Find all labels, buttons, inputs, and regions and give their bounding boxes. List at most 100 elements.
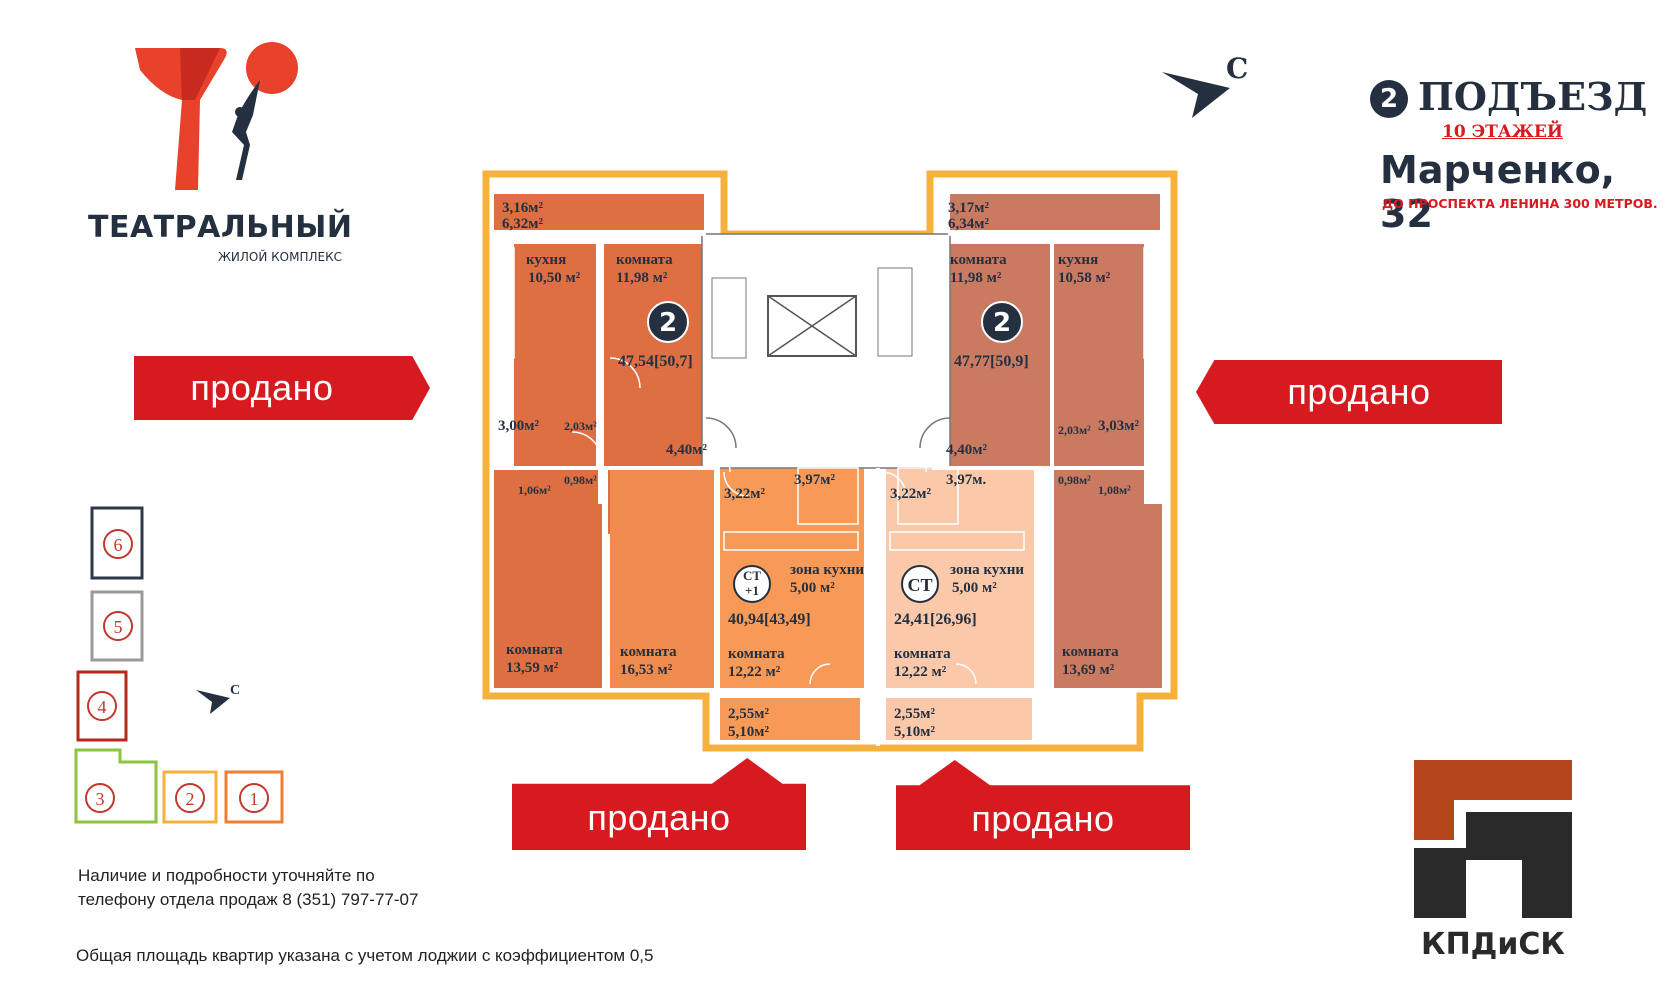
brand-subtitle: ЖИЛОЙ КОМПЛЕКС: [218, 250, 343, 264]
apt-mid-left-room-area: 16,53 м²: [620, 662, 673, 678]
apt-right-room2[interactable]: [1054, 504, 1162, 688]
apt-left-balcony[interactable]: [494, 194, 704, 230]
apt-right-wc-area: 2,03м²: [1058, 423, 1091, 437]
sold-banner-right: продано: [1196, 360, 1502, 424]
apt-right-room-area: 11,98 м²: [950, 270, 1002, 286]
apt-left-balcony-1: 3,16м²: [502, 200, 543, 216]
apt-right-area: 47,77[50,9]: [954, 353, 1029, 370]
apt-right-badge: 2: [981, 301, 1023, 343]
minimap-compass-icon: [196, 690, 230, 714]
sold-label: продано: [190, 367, 334, 408]
studio-left-loggia[interactable]: [720, 698, 860, 740]
apt-left-wc-area: 2,03м²: [564, 419, 597, 433]
apt-right-bath-area: 3,03м²: [1098, 418, 1139, 434]
floors-count: 10 ЭТАЖЕЙ: [1442, 122, 1563, 142]
apt-right-badge-number: 2: [993, 308, 1011, 338]
studio-right-badge: СТ: [901, 565, 939, 603]
availability-info: Наличие и подробности уточняйте по телеф…: [78, 864, 418, 912]
studio-left-room-area: 12,22 м²: [728, 664, 781, 680]
studio-left-area: 40,94[43,49]: [728, 611, 811, 628]
apt-right-balcony-1: 3,17м²: [948, 200, 989, 216]
studio-right-kitchen-label: зона кухни: [950, 562, 1024, 578]
studio-left-badge-line1: СТ: [743, 568, 761, 583]
studio-left-loggia-1: 2,55м²: [728, 706, 769, 722]
minimap-compass-letter: С: [230, 683, 240, 698]
minimap-label-3: 3: [96, 789, 105, 809]
minimap-label-6: 6: [114, 535, 123, 555]
minimap-label-1: 1: [250, 789, 259, 809]
sold-label: продано: [971, 798, 1115, 839]
minimap-section-3[interactable]: [74, 748, 158, 824]
theater-logo-icon: [135, 42, 298, 190]
sold-label: продано: [1287, 371, 1431, 412]
compass: [1160, 60, 1260, 130]
studio-left-kitchen-area: 5,00 м²: [790, 580, 835, 596]
developer-logo: КПДиСК: [1410, 756, 1576, 962]
minimap-label-4: 4: [98, 697, 107, 717]
street-address: Марченко, 32: [1380, 148, 1616, 236]
studio-right-loggia-2: 5,10м²: [894, 724, 935, 740]
apt-right-hall[interactable]: [950, 404, 1050, 468]
entrance-number: 2: [1379, 84, 1399, 114]
info-line-2: телефону отдела продаж 8 (351) 797-77-07: [78, 890, 419, 909]
distance-note: ДО ПРОСПЕКТА ЛЕНИНА 300 МЕТРОВ.: [1382, 196, 1658, 211]
minimap-label-5: 5: [114, 617, 123, 637]
studio-left-hall-area: 3,22м²: [724, 486, 765, 502]
studio-right-hall-area: 3,22м²: [890, 486, 931, 502]
sold-banner-bottom-left: продано: [512, 758, 806, 850]
sold-banner-bottom-right: продано: [896, 760, 1190, 850]
studio-left-bath-area: 3,97м²: [794, 472, 835, 488]
apt-left-hall-area: 4,40м²: [666, 442, 707, 458]
minimap-section-5[interactable]: [90, 590, 144, 662]
apt-left-kitchen-area: 10,50 м²: [528, 270, 581, 286]
apt-left-kitchen-label: кухня: [526, 252, 566, 268]
entrance-badge: 2: [1370, 80, 1408, 118]
studio-right-loggia-1: 2,55м²: [894, 706, 935, 722]
apt-right-kitchen-label: кухня: [1058, 252, 1098, 268]
apt-right-balcony-2: 6,34м²: [948, 216, 989, 232]
sold-label: продано: [587, 797, 731, 838]
apt-right-room2-label: комната: [1062, 644, 1119, 660]
apt-mid-left-room[interactable]: [610, 468, 714, 688]
sold-banner-left: продано: [134, 356, 430, 420]
minimap-section-1[interactable]: [224, 770, 284, 824]
apt-mid-left-room-label: комната: [620, 644, 677, 660]
minimap-section-6[interactable]: [90, 506, 144, 580]
apt-right-kitchen-area: 10,58 м²: [1058, 270, 1111, 286]
info-line-1: Наличие и подробности уточняйте по: [78, 866, 375, 885]
studio-right-room-label: комната: [894, 646, 951, 662]
apt-left-toilet-area: 1,06м²: [518, 483, 551, 497]
apt-left-bath-area: 3,00м²: [498, 418, 539, 434]
apt-left-closet-area: 0,98м²: [564, 473, 597, 487]
studio-left-badge: СТ +1: [733, 565, 771, 603]
studio-left-loggia-2: 5,10м²: [728, 724, 769, 740]
floor-plan: 3,16м² 6,32м² кухня 10,50 м² комната 11,…: [480, 168, 1180, 758]
apt-right-hall-area: 4,40м²: [946, 442, 987, 458]
apt-left-room2-area: 13,59 м²: [506, 660, 559, 676]
apt-right-toilet-area: 1,08м²: [1098, 483, 1131, 497]
brand-name: ТЕАТРАЛЬНЫЙ: [88, 210, 353, 245]
developer-name: КПДиСК: [1421, 927, 1565, 962]
apt-left-room-area: 11,98 м²: [616, 270, 668, 286]
site-minimap: 6 5 4 3 2 1 С: [70, 500, 310, 830]
minimap-section-2[interactable]: [162, 770, 218, 824]
floor-plan-drawing: 3,16м² 6,32м² кухня 10,50 м² комната 11,…: [482, 170, 1178, 752]
apt-left-area: 47,54[50,7]: [618, 353, 693, 370]
apt-right-room2-area: 13,69 м²: [1062, 662, 1115, 678]
apt-right-kitchen[interactable]: [1054, 244, 1144, 534]
studio-right-badge-text: СТ: [907, 575, 932, 595]
studio-right-room-area: 12,22 м²: [894, 664, 947, 680]
apt-right-room-label: комната: [950, 252, 1007, 268]
minimap-section-4[interactable]: [76, 670, 128, 742]
studio-right-loggia[interactable]: [886, 698, 1032, 740]
kpdisk-logo-icon: [1414, 760, 1572, 918]
apt-left-room2[interactable]: [494, 504, 602, 688]
brand-logo: [120, 40, 360, 190]
apt-left-room2-label: комната: [506, 642, 563, 658]
apt-right-balcony[interactable]: [950, 194, 1160, 230]
studio-left-room-label: комната: [728, 646, 785, 662]
studio-right-bath-area: 3,97м.: [946, 472, 986, 488]
apt-left-balcony-2: 6,32м²: [502, 216, 543, 232]
apt-left-badge: 2: [647, 301, 689, 343]
studio-left-kitchen-label: зона кухни: [790, 562, 864, 578]
